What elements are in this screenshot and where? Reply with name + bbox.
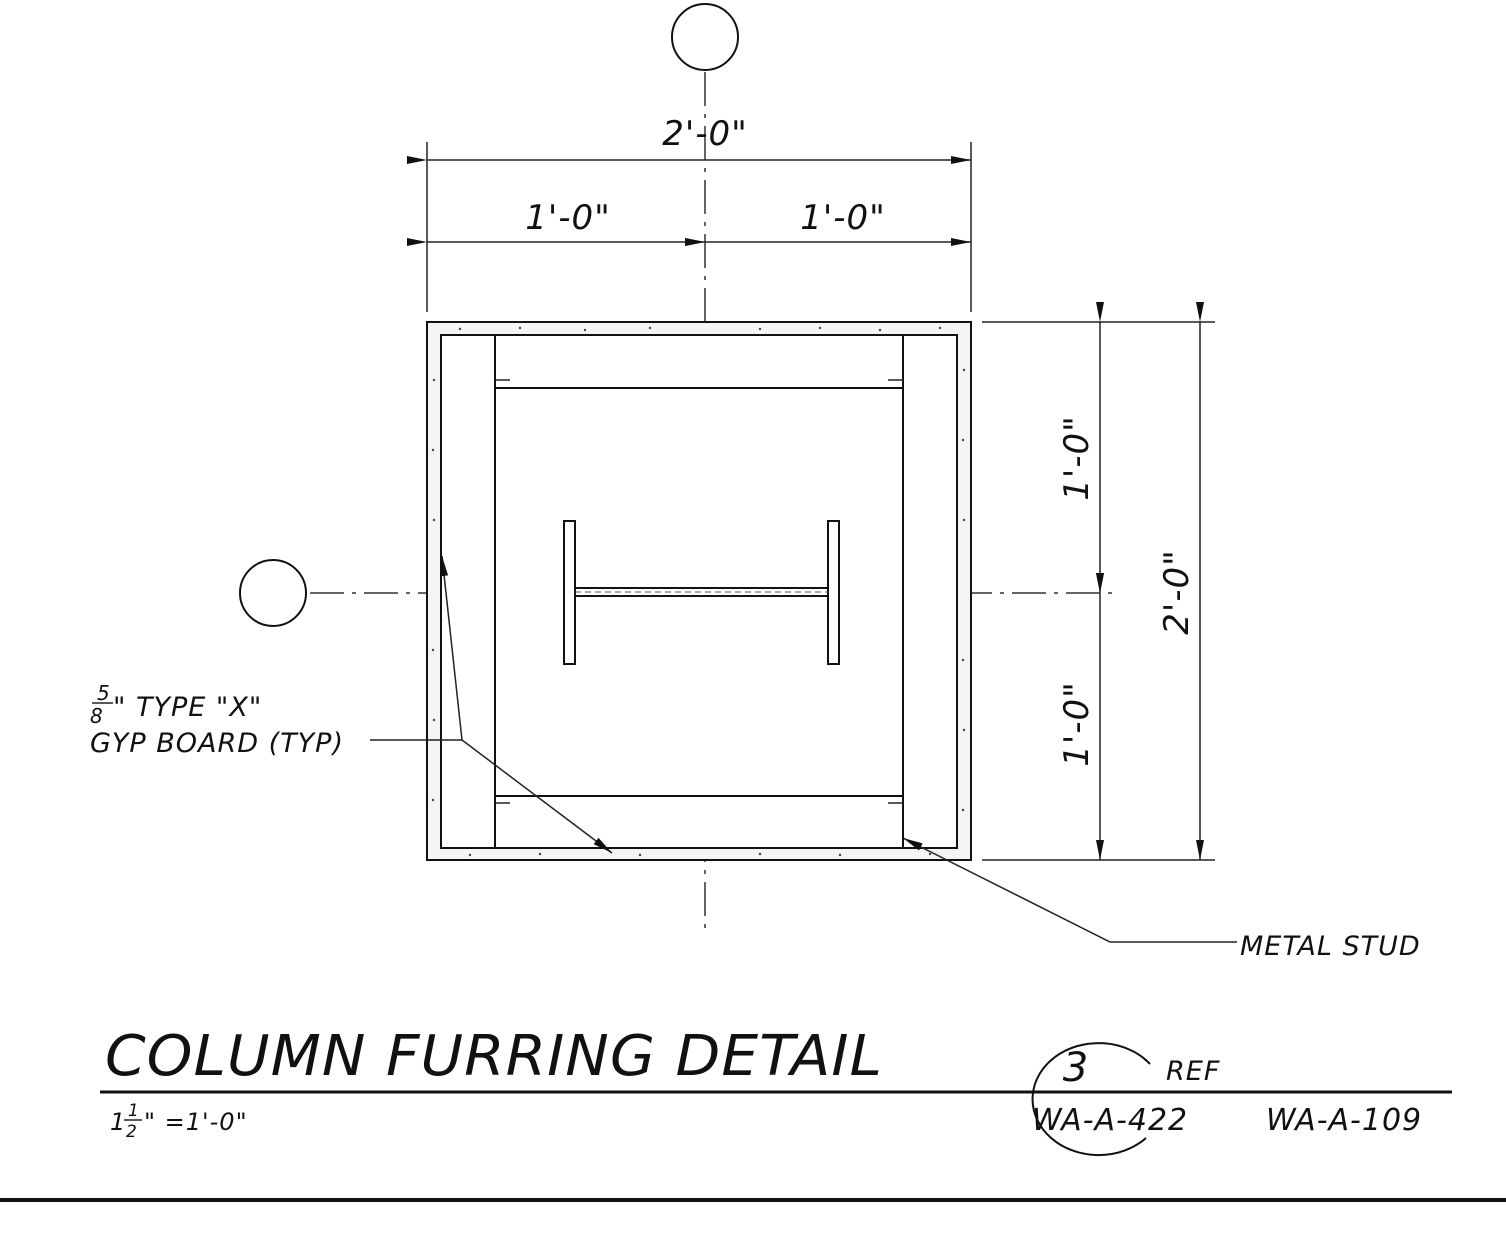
grid-bubble-top: [671, 3, 739, 71]
scale-fraction-numerator: 1: [128, 1101, 140, 1121]
dimension-overall-width: [407, 142, 972, 312]
scale-text: " =1'-0": [144, 1108, 248, 1136]
dimension-heights: [982, 302, 1215, 861]
dim-half-width-left-label: 1'-0": [525, 198, 611, 238]
detail-number: 3: [1063, 1045, 1089, 1091]
dim-overall-height-label: 2'-0": [1157, 549, 1197, 635]
metal-stud-top: [494, 335, 904, 389]
metal-stud-leader: [902, 837, 1237, 943]
gyp-fraction-numerator: 5: [97, 681, 111, 705]
ref-label: REF: [1166, 1056, 1220, 1087]
scale-whole: 1: [110, 1108, 126, 1136]
sheet-ref-2: WA-A-109: [1266, 1103, 1422, 1138]
metal-stud-note: METAL STUD: [1240, 931, 1421, 962]
gyp-note-line1: " TYPE "X": [113, 692, 262, 723]
steel-column: [563, 520, 840, 665]
gyp-board-enclosure: [426, 321, 972, 861]
gyp-fraction-denominator: 8: [90, 704, 104, 728]
gyp-hatch-dots: [431, 326, 966, 857]
dim-half-width-right-label: 1'-0": [800, 198, 886, 238]
dim-half-height-top-label: 1'-0": [1057, 415, 1097, 501]
scale-fraction-denominator: 2: [126, 1122, 138, 1142]
grid-bubble-left: [239, 559, 307, 627]
detail-title: COLUMN FURRING DETAIL: [105, 1024, 883, 1089]
detail-bubble: [1031, 1042, 1151, 1157]
dim-half-height-bottom-label: 1'-0": [1057, 681, 1097, 767]
gyp-note-line2: GYP BOARD (TYP): [90, 728, 344, 759]
dim-overall-width-label: 2'-0": [662, 114, 748, 154]
gyp-board-leader: [370, 555, 613, 854]
sheet-ref-1: WA-A-422: [1032, 1103, 1188, 1138]
